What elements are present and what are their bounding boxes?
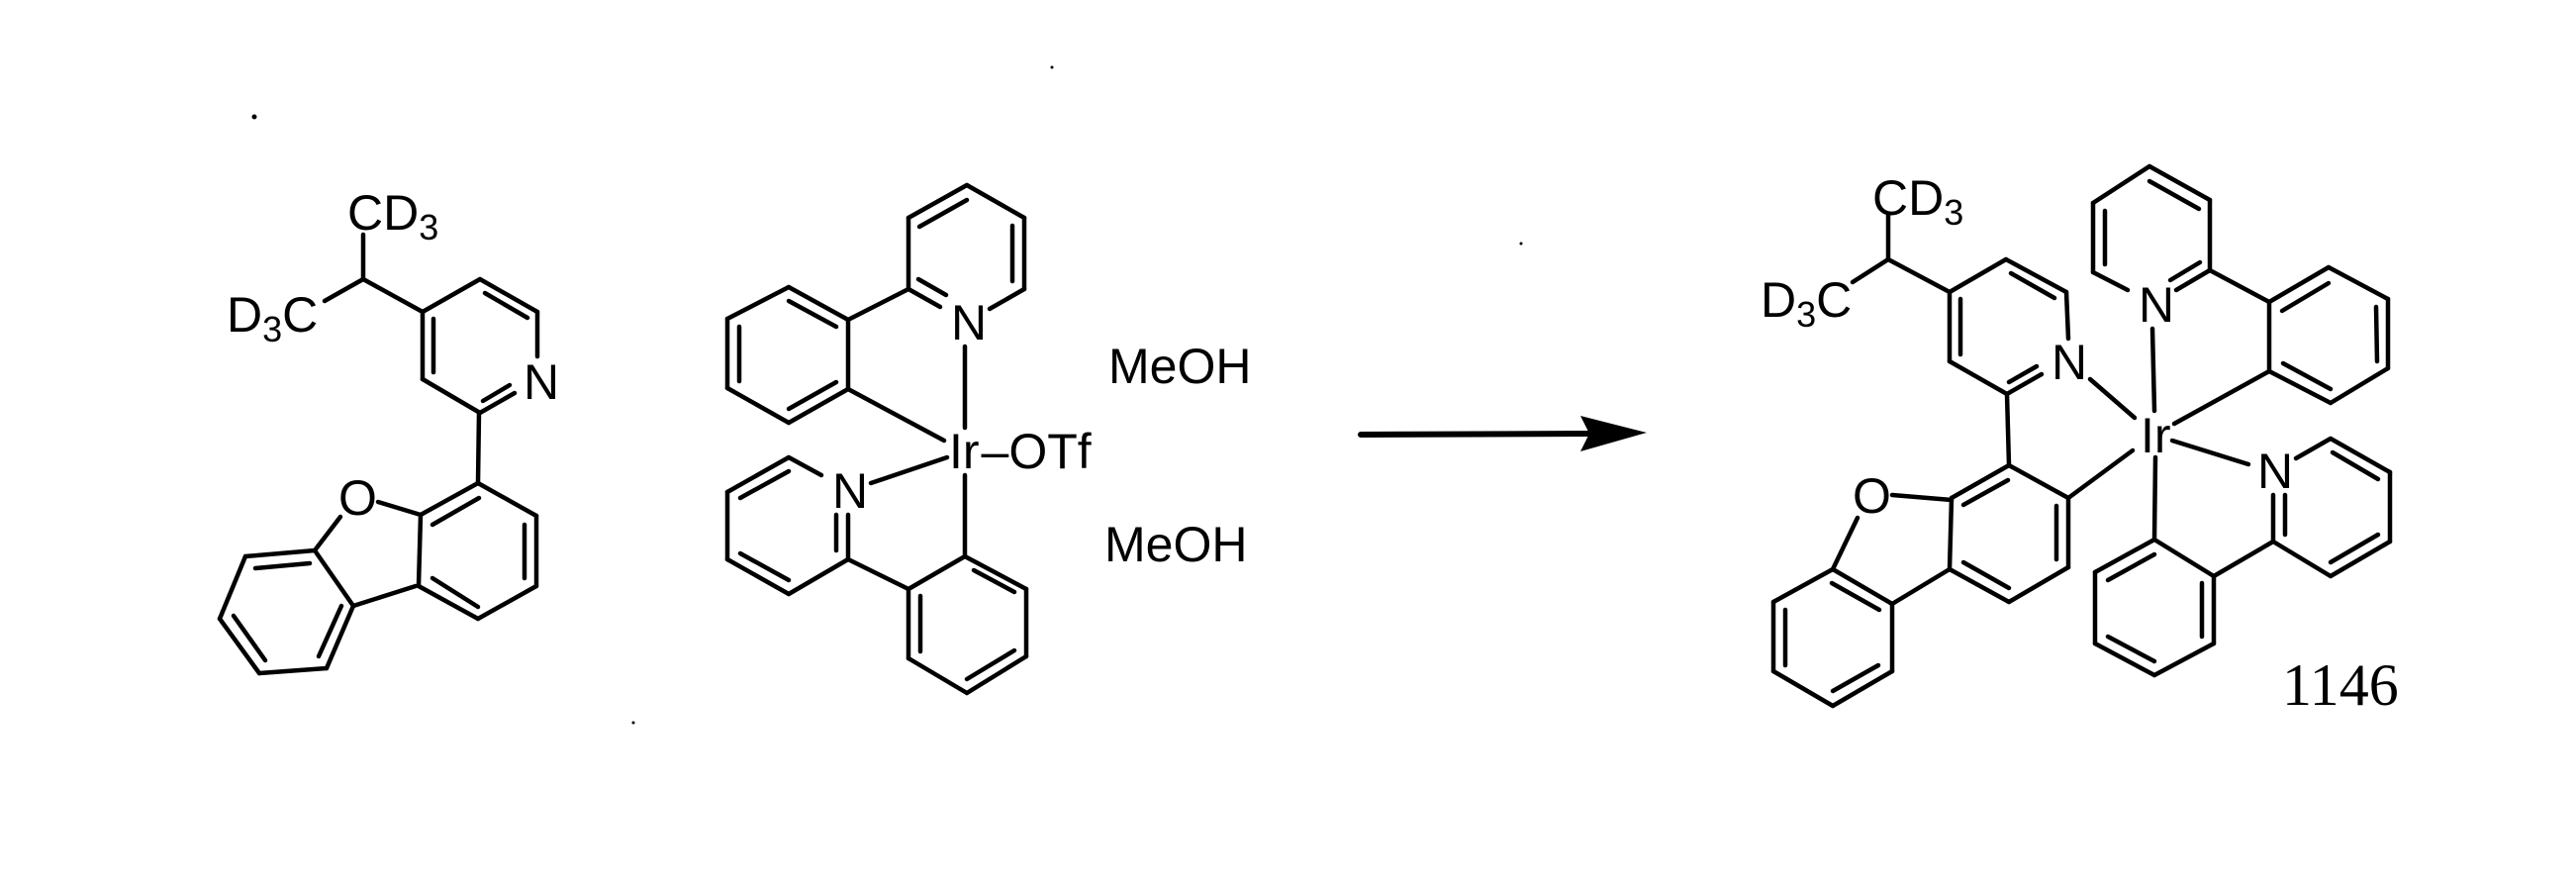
- lower-phenyl-ring: [845, 553, 1029, 696]
- reaction-arrow-icon: [1358, 416, 1647, 451]
- pyridine-ring: N: [420, 276, 559, 416]
- product-isopropyl-d6-group: CD3 D3C: [1761, 170, 1963, 335]
- d3c-label: D3C: [227, 287, 318, 349]
- dibenzofuran: O: [217, 470, 539, 676]
- lower-n-label: N: [832, 463, 868, 519]
- product-lower-phenyl-ring: [2092, 454, 2276, 678]
- product-ir-label: Ir: [2141, 408, 2171, 463]
- lower-pyridine-ring: N: [724, 454, 868, 597]
- product-d3c-label: D3C: [1761, 272, 1852, 335]
- cd3-label: CD3: [347, 185, 438, 248]
- solvent-meoh-bottom: MeOH: [1104, 517, 1247, 572]
- product-complex: CD3 D3C N: [1761, 163, 2399, 718]
- product-furan-o-label: O: [1853, 468, 1891, 524]
- product-dibenzofuran: O: [1770, 447, 2136, 709]
- isopropyl-d6-group: CD3 D3C: [227, 185, 438, 349]
- furan-o-label: O: [338, 470, 377, 526]
- product-upper-phenyl-ring: [2171, 264, 2391, 427]
- product-cd3-label: CD3: [1872, 170, 1963, 233]
- compound-number: 1146: [2282, 652, 2399, 718]
- product-lower-n-label: N: [2257, 444, 2293, 499]
- upper-phenyl-ring: [724, 284, 911, 426]
- ir-otf-label: Ir–OTf: [949, 424, 1092, 479]
- product-lower-pyridine-ring: N: [2169, 436, 2393, 579]
- reactant-iridium-complex: N Ir–OTf N: [724, 182, 1092, 696]
- solvent-meoh-top: MeOH: [1108, 339, 1251, 394]
- upper-n-label: N: [951, 295, 987, 350]
- product-upper-n-label: N: [2139, 277, 2174, 333]
- product-upper-pyridine-ring: N: [2090, 163, 2213, 414]
- product-pyridine-n-label: N: [2051, 335, 2087, 390]
- product-pyridine-ring: N: [1947, 256, 2087, 397]
- scan-specks: [251, 65, 1523, 725]
- pyridine-n-label: N: [524, 354, 559, 410]
- reactant-ligand: CD3 D3C N: [217, 185, 559, 676]
- upper-pyridine-ring: N: [906, 182, 1027, 350]
